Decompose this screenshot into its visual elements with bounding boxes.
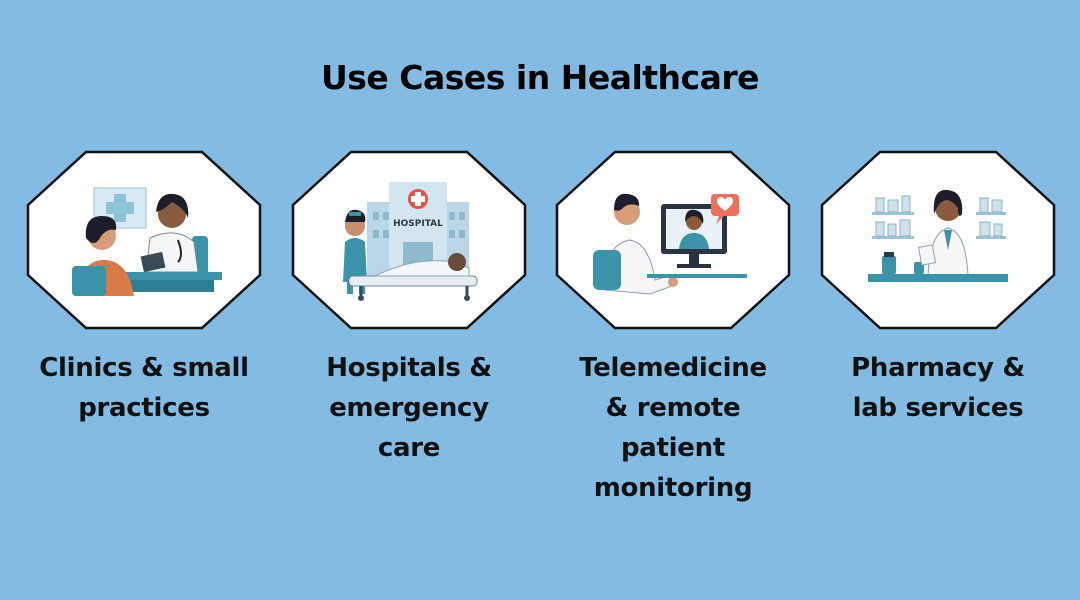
use-case-card-telemedicine: Telemedicine & remote patient monitoring <box>555 150 791 503</box>
pharmacy-icon <box>820 150 1056 330</box>
use-case-card-clinics: Clinics & small practices <box>26 150 262 423</box>
card-label-hospitals: Hospitals & emergency care <box>326 353 492 463</box>
card-label-telemedicine: Telemedicine & remote patient monitoring <box>579 353 767 503</box>
card-label-pharmacy: Pharmacy & lab services <box>851 353 1025 423</box>
use-case-card-pharmacy: Pharmacy & lab services <box>820 150 1056 423</box>
telemedicine-icon <box>555 150 791 330</box>
clinic-consultation-icon <box>26 150 262 330</box>
hospital-icon: HOSPITAL <box>291 150 527 330</box>
page-title: Use Cases in Healthcare <box>320 58 760 97</box>
hospital-sign: HOSPITAL <box>393 219 443 229</box>
card-label-clinics: Clinics & small practices <box>39 353 249 423</box>
use-case-card-hospitals: HOSPITAL Hospitals & emergency care <box>291 150 527 463</box>
